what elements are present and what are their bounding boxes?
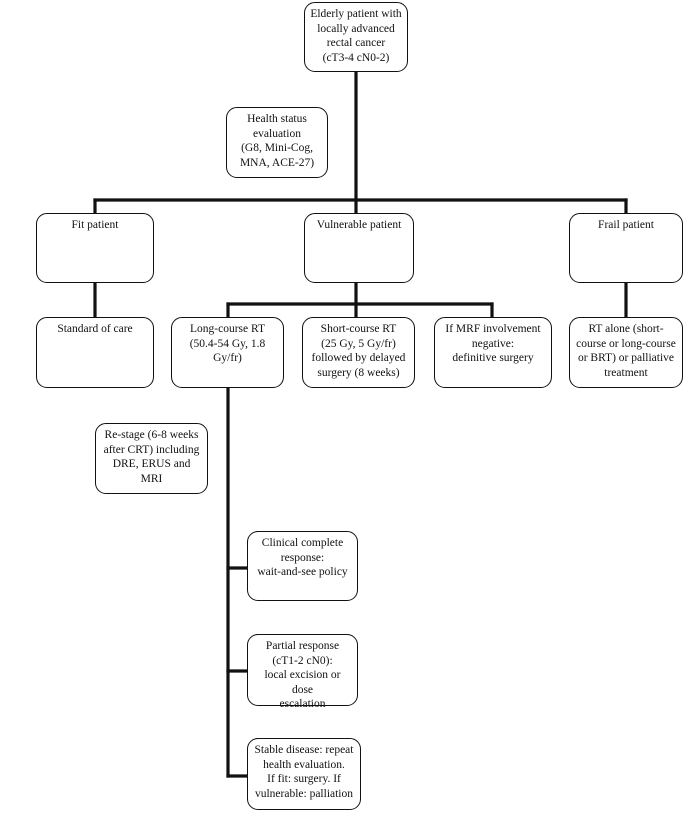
node-restage: Re-stage (6-8 weeks after CRT) including… [95,423,208,494]
node-standard-of-care: Standard of care [36,317,154,388]
node-health-status: Health status evaluation (G8, Mini-Cog, … [226,107,328,178]
node-frail-patient: Frail patient [569,213,683,283]
node-root: Elderly patient with locally advanced re… [304,2,408,72]
node-vulnerable-patient: Vulnerable patient [304,213,414,283]
node-short-course-rt: Short-course RT (25 Gy, 5 Gy/fr) followe… [302,317,415,388]
node-stable-disease: Stable disease: repeat health evaluation… [247,738,361,810]
node-long-course-rt: Long-course RT (50.4-54 Gy, 1.8 Gy/fr) [171,317,284,388]
node-clinical-complete-response: Clinical complete response: wait-and-see… [247,531,358,601]
node-mrf-negative: If MRF involvement negative: definitive … [434,317,552,388]
node-rt-alone: RT alone (short- course or long-course o… [569,317,683,388]
node-partial-response: Partial response (cT1-2 cN0): local exci… [247,634,358,710]
node-fit-patient: Fit patient [36,213,154,283]
